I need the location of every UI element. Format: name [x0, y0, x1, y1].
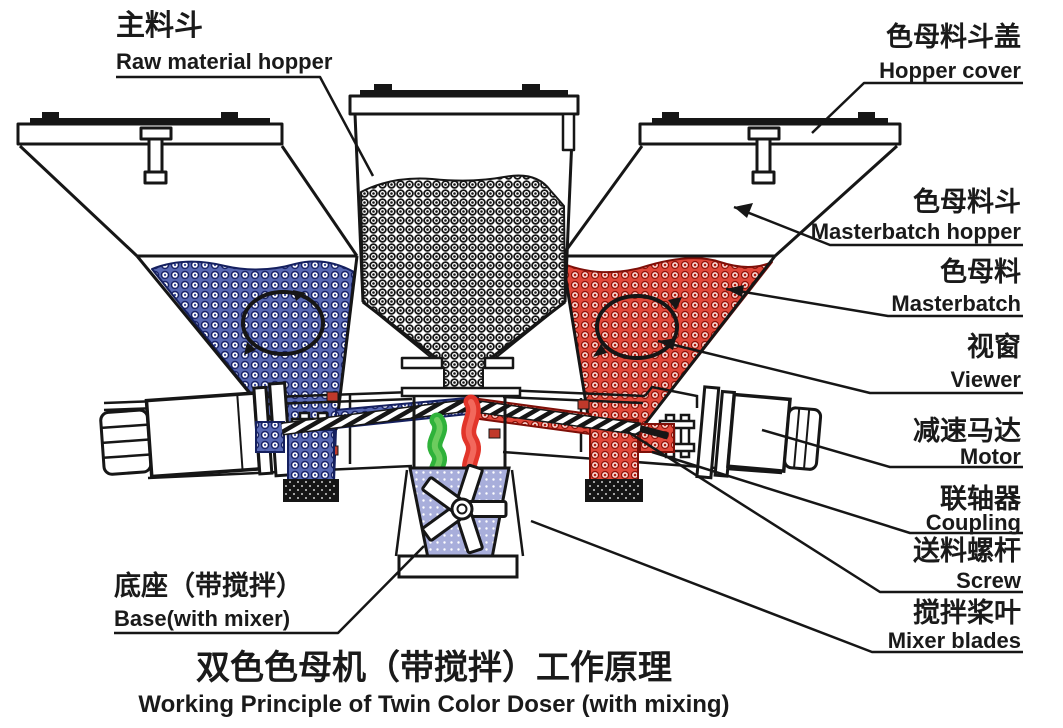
right-spout-tip — [585, 479, 643, 502]
label-hopper-cover-zh: 色母料斗盖 — [886, 21, 1021, 52]
label-motor-en: Motor — [960, 444, 1022, 469]
viewer-arrow-mark-left — [293, 290, 306, 301]
leader-masterbatch — [725, 287, 1023, 318]
leader-hopper-cover — [811, 81, 1023, 134]
leader-screw — [624, 428, 1023, 594]
label-viewer-en: Viewer — [950, 367, 1021, 392]
right-motor — [695, 385, 823, 480]
leader-lines — [114, 75, 1023, 654]
left-doser-spout — [287, 429, 335, 483]
right-lid-knob — [747, 126, 781, 185]
mixer-leg-right — [510, 469, 525, 557]
left-lid-tab — [221, 112, 238, 120]
left-lid-knob — [139, 126, 173, 185]
leader-motor — [761, 428, 1023, 469]
left-doser — [255, 395, 479, 483]
center-lid-tab — [374, 84, 392, 92]
neck-flange — [483, 356, 515, 370]
label-mixer-blades-en: Mixer blades — [888, 628, 1021, 653]
mixer-blades-wheel — [421, 463, 508, 555]
base-plate — [397, 554, 519, 579]
label-mixer-blades-zh: 搅拌桨叶 — [913, 597, 1021, 628]
right-lid-tab — [662, 112, 679, 120]
leader-viewer — [657, 339, 1023, 395]
right-motor-flange — [695, 385, 721, 480]
leader-mixer-blades — [530, 519, 1023, 654]
right-lid-seal — [652, 118, 888, 124]
center-hopper — [348, 84, 580, 394]
left-spout-tip — [283, 479, 339, 502]
label-hopper-cover-en: Hopper cover — [879, 58, 1021, 83]
center-lid-hinge — [561, 112, 576, 152]
label-viewer-zh: 视窗 — [967, 331, 1021, 362]
leader-base — [114, 545, 425, 635]
label-coupling-en: Coupling — [926, 510, 1021, 535]
viewer-window-left — [241, 290, 325, 356]
label-base-zh: 底座（带搅拌） — [114, 570, 303, 601]
right-screw-shaft — [637, 424, 669, 440]
label-motor-zh: 减速马达 — [913, 416, 1021, 446]
raw-material-fill — [360, 174, 566, 394]
center-lid-tab — [522, 84, 540, 92]
center-hopper-lid — [348, 94, 580, 116]
label-masterbatch-hopper-zh: 色母料斗 — [913, 186, 1021, 217]
viewer-arrow-mark-right — [668, 297, 682, 310]
neck-flange — [400, 356, 444, 370]
left-doser-arm — [255, 421, 285, 453]
label-raw-material-hopper-zh: 主料斗 — [116, 9, 203, 42]
center-lid-seal — [360, 90, 568, 96]
leader-arrowheads — [658, 203, 753, 350]
right-motor-body — [726, 392, 792, 473]
leader-coupling — [651, 450, 1023, 535]
viewer-arrow-mark-left2 — [244, 342, 256, 355]
viewer-arrow-mark-right2 — [593, 344, 607, 357]
label-masterbatch-zh: 色母料 — [940, 256, 1021, 287]
left-screw-flights — [281, 399, 479, 434]
viewer-window-right — [595, 294, 679, 360]
diagram-title-zh: 双色色母机（带搅拌）工作原理 — [196, 648, 672, 687]
leader-raw-material-hopper — [116, 75, 375, 177]
label-screw-en: Screw — [956, 568, 1022, 593]
label-masterbatch-en: Masterbatch — [891, 291, 1021, 316]
right-lid-tab — [858, 112, 875, 120]
label-masterbatch-hopper-en: Masterbatch hopper — [811, 219, 1022, 244]
throat-plate — [400, 386, 522, 398]
label-raw-material-hopper-en: Raw material hopper — [116, 49, 333, 74]
left-lid-tab — [42, 112, 59, 120]
diagram-title-en: Working Principle of Twin Color Doser (w… — [138, 691, 729, 718]
left-lid-seal — [30, 118, 270, 124]
red-material-stream-core — [465, 399, 477, 477]
label-coupling-zh: 联轴器 — [940, 484, 1022, 514]
right-screw-flights — [472, 401, 641, 434]
right-hopper — [560, 112, 902, 483]
label-base-en: Base(with mixer) — [114, 606, 290, 631]
label-screw-zh: 送料螺杆 — [913, 536, 1021, 566]
leader-masterbatch-hopper — [733, 205, 1023, 247]
mixer-leg-left — [394, 469, 409, 557]
